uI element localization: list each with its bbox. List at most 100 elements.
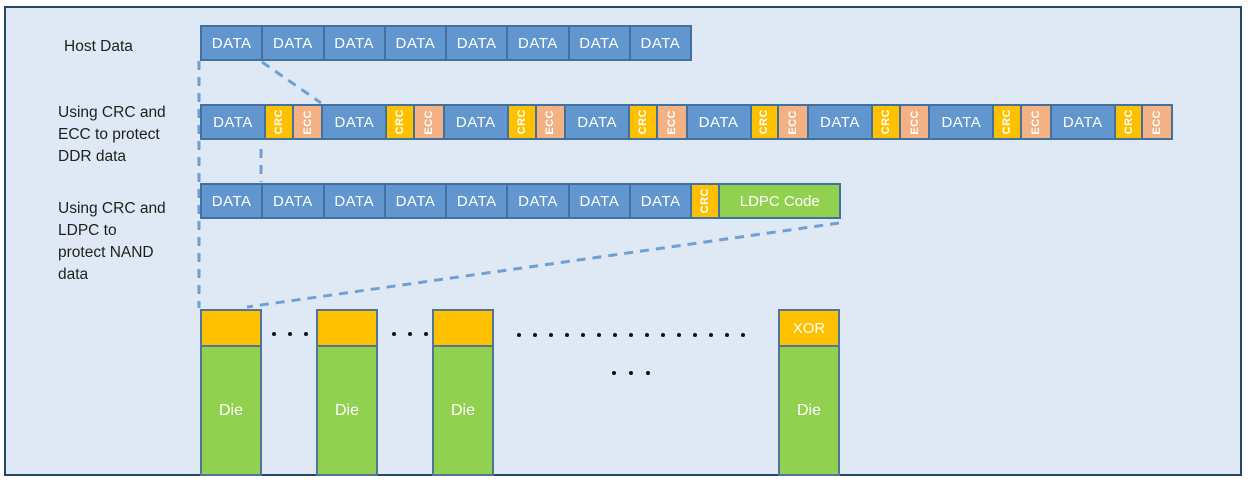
block-crc: CRC xyxy=(506,106,535,138)
ellipsis-dot xyxy=(424,332,428,336)
die-3-xor-slot xyxy=(434,311,492,347)
block-crc: CRC xyxy=(628,106,656,138)
block-label: ECC xyxy=(665,109,678,135)
block-label: DATA xyxy=(820,113,860,131)
block-data: DATA xyxy=(628,185,691,217)
ellipsis-dot xyxy=(661,333,665,337)
die-2-xor-slot xyxy=(318,311,376,347)
block-ecc: ECC xyxy=(534,106,565,138)
ellipsis-die3-xor-long xyxy=(517,333,745,337)
block-label: ECC xyxy=(544,109,557,135)
block-label: DATA xyxy=(211,192,252,210)
block-label: DATA xyxy=(579,34,620,52)
block-label: DATA xyxy=(272,34,313,52)
block-label: DATA xyxy=(395,34,436,52)
block-label: CRC xyxy=(1001,109,1014,135)
block-label: DATA xyxy=(640,192,681,210)
ellipsis-dot xyxy=(741,333,745,337)
block-ecc: ECC xyxy=(1020,106,1050,138)
ellipsis-dot xyxy=(565,333,569,337)
block-label: DATA xyxy=(577,113,618,131)
xor-die-label: Die xyxy=(796,401,821,419)
block-crc: CRC xyxy=(870,106,899,138)
ellipsis-dot xyxy=(549,333,553,337)
ellipsis-dot xyxy=(709,333,713,337)
block-crc: CRC xyxy=(263,106,292,138)
block-label: DATA xyxy=(395,192,436,210)
ellipsis-dot xyxy=(645,333,649,337)
block-label: DATA xyxy=(579,192,620,210)
block-label: LDPC Code xyxy=(739,192,820,210)
block-data: DATA xyxy=(202,185,262,217)
ellipsis-dot xyxy=(272,332,276,336)
ellipsis-dot xyxy=(304,332,308,336)
block-label: DATA xyxy=(213,113,253,131)
block-data: DATA xyxy=(928,106,993,138)
block-label: DATA xyxy=(455,113,496,131)
block-label: DATA xyxy=(334,34,375,52)
block-data: DATA xyxy=(628,27,690,59)
block-data: DATA xyxy=(322,27,384,59)
ellipsis-dot xyxy=(408,332,412,336)
block-label: ECC xyxy=(301,109,314,135)
block-label: CRC xyxy=(515,109,528,135)
block-label: ECC xyxy=(787,109,800,135)
block-ecc: ECC xyxy=(655,106,686,138)
block-data: DATA xyxy=(202,106,264,138)
block-data: DATA xyxy=(567,27,629,59)
xor-cap-label: XOR xyxy=(780,311,838,347)
die-3-label: Die xyxy=(450,401,475,419)
ellipsis-dot xyxy=(581,333,585,337)
ellipsis-die1-die2 xyxy=(272,332,308,336)
ellipsis-dot xyxy=(612,371,616,375)
block-data: DATA xyxy=(445,185,507,217)
ellipsis-dot xyxy=(533,333,537,337)
ellipsis-dot xyxy=(517,333,521,337)
block-label: DATA xyxy=(273,192,313,210)
block-data: DATA xyxy=(1049,106,1114,138)
ddr-protection-label: Using CRC and ECC to protect DDR data xyxy=(58,104,166,165)
block-label: ECC xyxy=(422,109,435,135)
block-label: DATA xyxy=(456,192,497,210)
block-data: DATA xyxy=(383,27,445,59)
ellipsis-dot xyxy=(288,332,292,336)
block-crc: CRC xyxy=(1113,106,1142,138)
block-crc: CRC xyxy=(749,106,778,138)
nand-protection-label: Using CRC and LDPC to protect NAND data xyxy=(58,200,166,283)
block-label: DATA xyxy=(456,34,497,52)
block-ecc: ECC xyxy=(777,106,807,138)
die-2-label: Die xyxy=(334,401,359,419)
block-label: CRC xyxy=(758,109,771,135)
block-label: DATA xyxy=(941,113,982,131)
block-crc: CRC xyxy=(992,106,1021,138)
block-label: CRC xyxy=(272,109,285,135)
die-column-2: Die xyxy=(316,309,378,476)
die-column-3: Die xyxy=(432,309,494,476)
block-data: DATA xyxy=(806,106,871,138)
block-label: DATA xyxy=(1062,113,1103,131)
ellipsis-dot xyxy=(629,333,633,337)
block-crc: CRC xyxy=(385,106,414,138)
block-ecc: ECC xyxy=(898,106,929,138)
block-data: DATA xyxy=(321,106,386,138)
ellipsis-dot xyxy=(725,333,729,337)
diagram-background-panel xyxy=(4,6,1242,476)
die-1-xor-slot xyxy=(202,311,260,347)
block-label: DATA xyxy=(211,34,252,52)
block-data: DATA xyxy=(261,185,323,217)
ellipsis-die2-die3 xyxy=(392,332,428,336)
ellipsis-dot xyxy=(629,371,633,375)
ellipsis-dot xyxy=(677,333,681,337)
block-ldpc: LDPC Code xyxy=(718,185,840,217)
block-label: ECC xyxy=(908,109,921,135)
die-1-label: Die xyxy=(218,401,243,419)
block-label: CRC xyxy=(879,109,892,135)
block-data: DATA xyxy=(564,106,629,138)
block-data: DATA xyxy=(442,106,507,138)
block-label: DATA xyxy=(640,34,681,52)
block-ecc: ECC xyxy=(1141,106,1172,138)
host-data-label: Host Data xyxy=(64,38,133,55)
block-data: DATA xyxy=(445,27,507,59)
